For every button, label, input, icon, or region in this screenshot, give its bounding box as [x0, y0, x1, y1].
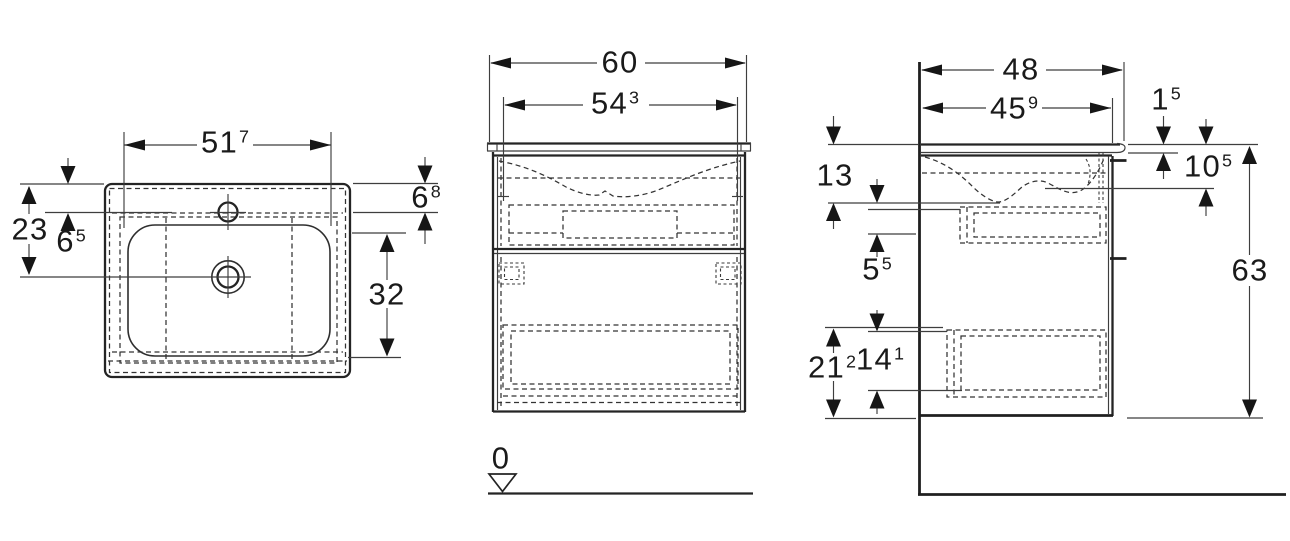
dim-label-front-to-drain: 23 — [11, 211, 49, 247]
dim-label-edge-to-bowl: 68 — [411, 179, 441, 215]
dim-label-overall-width: 60 — [601, 44, 639, 80]
datum-symbol — [487, 473, 753, 495]
top-view — [20, 132, 438, 379]
dim-label-worktop-thickness: 15 — [1151, 81, 1181, 117]
dim-label-lower-recess-height: 141 — [856, 341, 904, 377]
dim-label-upper-recess-height: 55 — [862, 251, 892, 287]
dim-label-overall-depth: 48 — [1002, 51, 1040, 87]
dim-label-inner-width: 517 — [201, 124, 249, 160]
dim-lines-worktop-thickness — [1156, 116, 1171, 179]
dim-label-top-recess-offset: 13 — [816, 157, 854, 193]
dim-label-overall-height: 63 — [1231, 252, 1269, 288]
dim-lines-carcass-depth — [922, 98, 1114, 143]
dim-lines-upper-recess-height — [869, 179, 885, 257]
datum-zero-label: 0 — [491, 440, 511, 476]
dim-lines-edge-to-bowl — [353, 157, 438, 244]
dim-lines-lower-zone-height — [826, 328, 841, 418]
dim-lines-edge-to-tap — [45, 158, 172, 231]
dim-lines-basin-zone-height — [1198, 119, 1214, 216]
dim-label-carcass-depth: 459 — [990, 90, 1038, 126]
dim-label-bowl-width: 32 — [368, 276, 406, 312]
dim-lines-overall-width — [488, 55, 748, 142]
dim-label-lower-zone-height: 212 — [808, 349, 856, 385]
dim-label-basin-zone-height: 105 — [1184, 148, 1232, 184]
front-view — [486, 55, 753, 495]
tap-hole — [210, 194, 246, 230]
dim-lines-top-recess-offset — [826, 116, 841, 229]
dim-label-edge-to-tap: 65 — [56, 223, 86, 259]
dim-lines-lower-recess-height — [869, 310, 885, 414]
dim-lines-bowl-width — [348, 232, 406, 359]
dim-lines-overall-height — [1242, 146, 1257, 418]
dim-lines-carcass-width — [498, 97, 743, 201]
dim-label-carcass-width: 543 — [591, 85, 639, 121]
dim-lines-front-to-drain — [20, 183, 251, 278]
dim-lines-overall-depth — [921, 62, 1125, 141]
side-view — [825, 62, 1286, 496]
